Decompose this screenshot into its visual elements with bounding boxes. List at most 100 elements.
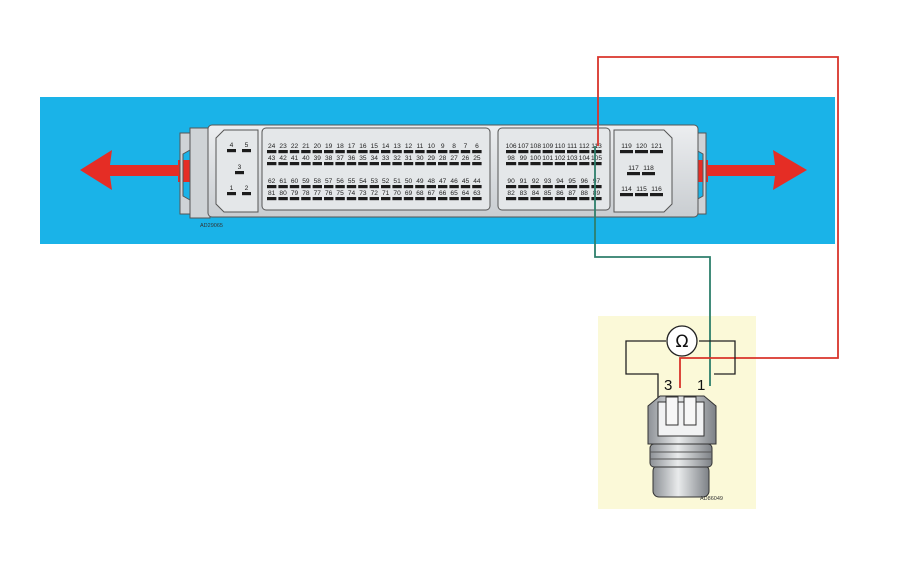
pin-label: 5 (245, 142, 249, 149)
pin-socket (227, 149, 236, 153)
pin-socket (567, 150, 578, 154)
pin-socket (438, 197, 448, 201)
pin-socket (369, 162, 379, 166)
pin-label: 61 (279, 178, 287, 185)
pin-socket (381, 162, 391, 166)
pin-socket (579, 185, 590, 189)
pin-label: 118 (643, 165, 654, 172)
pin-label: 85 (544, 190, 552, 197)
pin-label: 77 (314, 190, 322, 197)
pin-label: 11 (416, 143, 423, 150)
pin-label: 1 (230, 185, 234, 192)
pin-label: 108 (530, 143, 541, 150)
pin-socket (472, 162, 482, 166)
pin-label: 111 (567, 143, 577, 150)
pin-socket (650, 193, 663, 197)
main-pin-block (261, 127, 491, 211)
pin-label: 98 (507, 155, 515, 162)
pin-label: 41 (291, 155, 299, 162)
pin-socket (392, 185, 402, 189)
pin-socket (242, 149, 251, 153)
pin-socket (518, 162, 529, 166)
pin-label: 99 (520, 155, 528, 162)
pin-label: 52 (382, 178, 390, 185)
pin-socket (312, 150, 322, 154)
pin-socket (449, 185, 459, 189)
pin-socket (438, 150, 448, 154)
pin-socket (579, 162, 590, 166)
pin-socket (579, 197, 590, 201)
pin-socket (518, 185, 529, 189)
pin-socket (227, 192, 236, 196)
pin-socket (542, 197, 553, 201)
pin-label: 57 (325, 178, 333, 185)
pin-socket (426, 185, 436, 189)
pin-label: 81 (268, 190, 276, 197)
pin-socket (346, 162, 357, 166)
pin-label: 66 (439, 190, 447, 197)
pin-label: 113 (591, 143, 602, 150)
pin-label: 103 (567, 155, 578, 162)
pin-socket (346, 197, 357, 201)
pin-socket (415, 150, 425, 154)
pin-socket (506, 150, 517, 154)
pin-socket (301, 150, 311, 154)
pin-label: 2 (245, 185, 249, 192)
pin-label: 116 (651, 186, 662, 193)
pin-label: 35 (359, 155, 367, 162)
pin-label: 58 (314, 178, 322, 185)
pin-label: 93 (544, 178, 552, 185)
pin-label: 51 (393, 178, 401, 185)
pin-label: 90 (507, 178, 515, 185)
pin-label: 95 (568, 178, 576, 185)
pin-socket (530, 197, 541, 201)
pin-label: 28 (439, 155, 447, 162)
pin-socket (358, 197, 368, 201)
pin-label: 53 (371, 178, 379, 185)
pin-label: 6 (475, 143, 479, 150)
pin-label: 87 (568, 190, 576, 197)
pin-socket (460, 162, 471, 166)
pin-label: 70 (393, 190, 401, 197)
pin-label: 38 (325, 155, 333, 162)
pin-label: 74 (348, 190, 356, 197)
pin-socket (278, 185, 288, 189)
pin-label: 107 (518, 143, 529, 150)
pin-socket (620, 193, 633, 197)
pin-label: 21 (302, 143, 310, 150)
pin-label: 7 (464, 143, 468, 150)
pin-label: 30 (416, 155, 424, 162)
pin-socket (635, 193, 648, 197)
pin-label: 112 (579, 143, 590, 150)
pin-label: 64 (462, 190, 470, 197)
pin-label: 4 (230, 142, 234, 149)
pin-socket (591, 150, 602, 154)
pin-socket (650, 150, 663, 154)
pin-socket (289, 150, 300, 154)
pin-socket (554, 185, 565, 189)
pin-label: 45 (462, 178, 470, 185)
pin-label: 42 (279, 155, 287, 162)
pin-socket (267, 185, 277, 189)
pin-socket (289, 162, 300, 166)
pin-socket (426, 197, 436, 201)
pin-label: 69 (405, 190, 413, 197)
pin-socket (542, 162, 553, 166)
pin-label: 31 (405, 155, 413, 162)
pin-socket (267, 162, 277, 166)
pin-label: 88 (581, 190, 589, 197)
pin-socket (267, 197, 277, 201)
pin-label: 50 (405, 178, 413, 185)
pin-socket (542, 150, 553, 154)
pin-socket (449, 162, 459, 166)
pin-socket (335, 162, 345, 166)
pin-label: 59 (302, 178, 310, 185)
pin-label: 15 (371, 143, 379, 150)
pin-label: 117 (628, 165, 639, 172)
pin-label: 37 (336, 155, 344, 162)
pin-label: 18 (336, 143, 344, 150)
pin-label: 49 (416, 178, 424, 185)
pin-label: 22 (291, 143, 299, 150)
pin-label: 19 (325, 143, 333, 150)
